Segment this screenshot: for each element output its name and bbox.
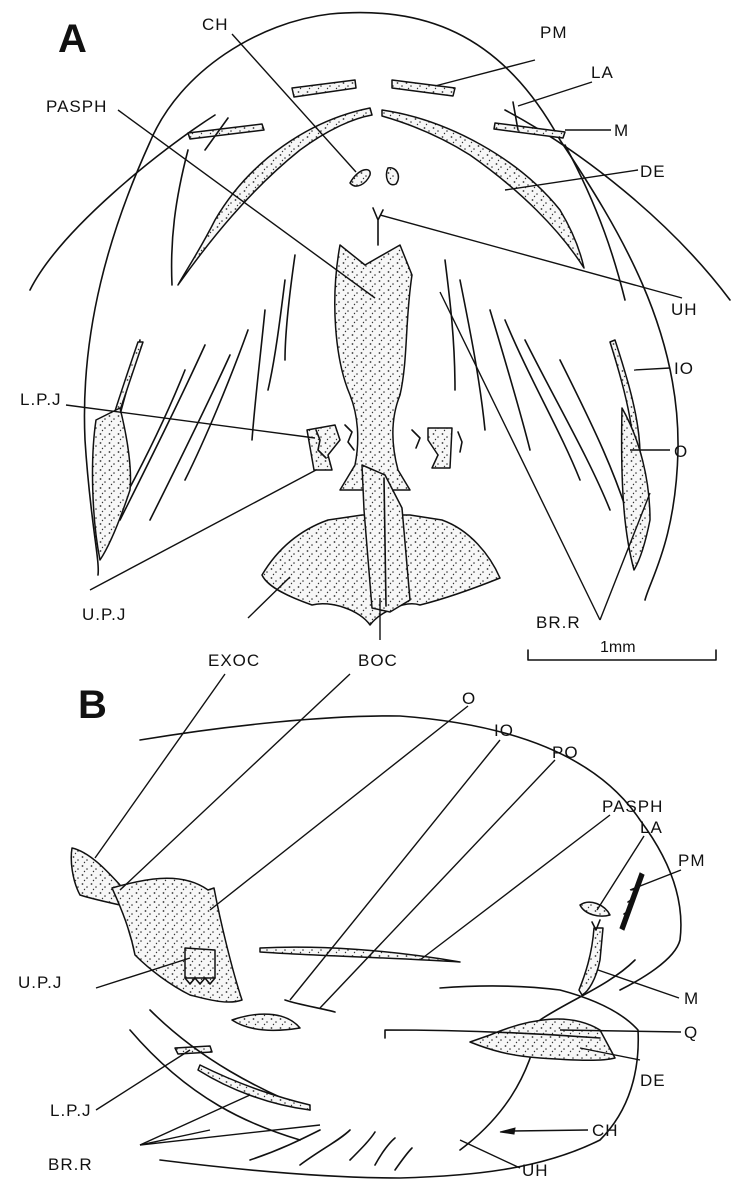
label-a-la: LA — [591, 63, 614, 82]
premaxilla-right — [392, 80, 455, 96]
dentary-b — [470, 1019, 615, 1060]
parasphenoid-a — [335, 245, 412, 490]
branchiostegal-rays-b — [130, 1010, 412, 1170]
label-a-m: M — [614, 121, 629, 140]
label-a-pm: PM — [540, 23, 568, 42]
label-a-brr: BR.R — [536, 613, 581, 632]
label-b-pm: PM — [678, 851, 706, 870]
panel-b: B — [18, 674, 706, 1180]
lateral-line-left-a — [30, 115, 215, 290]
label-a-pasph: PASPH — [46, 97, 107, 116]
scale-bar: 1mm — [528, 639, 716, 660]
postorbital-b — [285, 1000, 335, 1012]
label-b-po: PO — [552, 743, 579, 762]
label-a-ch: CH — [202, 15, 229, 34]
branchiostegal-rays-right — [445, 260, 650, 570]
label-b-la: LA — [640, 818, 663, 837]
premaxilla-left — [292, 80, 356, 97]
label-a-o: O — [674, 442, 688, 461]
label-b-upj: U.P.J — [18, 973, 62, 992]
jaw-line-left-a — [172, 150, 188, 285]
label-b-lpj: L.P.J — [50, 1101, 92, 1120]
label-b-q: Q — [684, 1023, 698, 1042]
label-a-lpj: L.P.J — [20, 390, 62, 409]
upper-pharyngeal-right — [428, 428, 452, 468]
urohyal — [373, 208, 383, 245]
ceratohyal-right — [386, 168, 398, 185]
premaxilla-b — [620, 873, 644, 930]
label-b-brr: BR.R — [48, 1155, 93, 1174]
label-b-ch: CH — [592, 1121, 619, 1140]
label-a-exoc: EXOC — [208, 651, 260, 670]
lacrimal-b — [580, 902, 610, 916]
label-b-pasph: PASPH — [602, 797, 663, 816]
label-a-upj: U.P.J — [82, 605, 126, 624]
branchiostegal-rays-left — [93, 255, 295, 560]
label-b-uh: UH — [522, 1161, 549, 1180]
label-b-m: M — [684, 989, 699, 1008]
label-b-o: O — [462, 689, 476, 708]
label-b-io: IO — [494, 721, 514, 740]
maxilla-left — [188, 124, 264, 139]
label-b-de: DE — [640, 1071, 666, 1090]
ceratohyal-left — [350, 170, 370, 186]
basioccipital-b — [112, 878, 242, 1002]
orbital-bone-b — [232, 1014, 300, 1030]
maxilla-b — [579, 928, 603, 995]
scale-bar-label: 1mm — [600, 639, 636, 656]
maxilla-right — [494, 123, 565, 138]
panel-b-letter: B — [78, 683, 107, 727]
label-a-boc: BOC — [358, 651, 398, 670]
label-a-io: IO — [674, 359, 694, 378]
panel-a-letter: A — [58, 17, 87, 61]
parasphenoid-b — [260, 947, 460, 962]
upper-pharyngeal-b — [185, 948, 215, 978]
label-a-uh: UH — [671, 300, 698, 319]
upper-pharyngeal-left — [307, 425, 340, 470]
label-a-de: DE — [640, 162, 666, 181]
panel-a: A — [20, 13, 730, 670]
